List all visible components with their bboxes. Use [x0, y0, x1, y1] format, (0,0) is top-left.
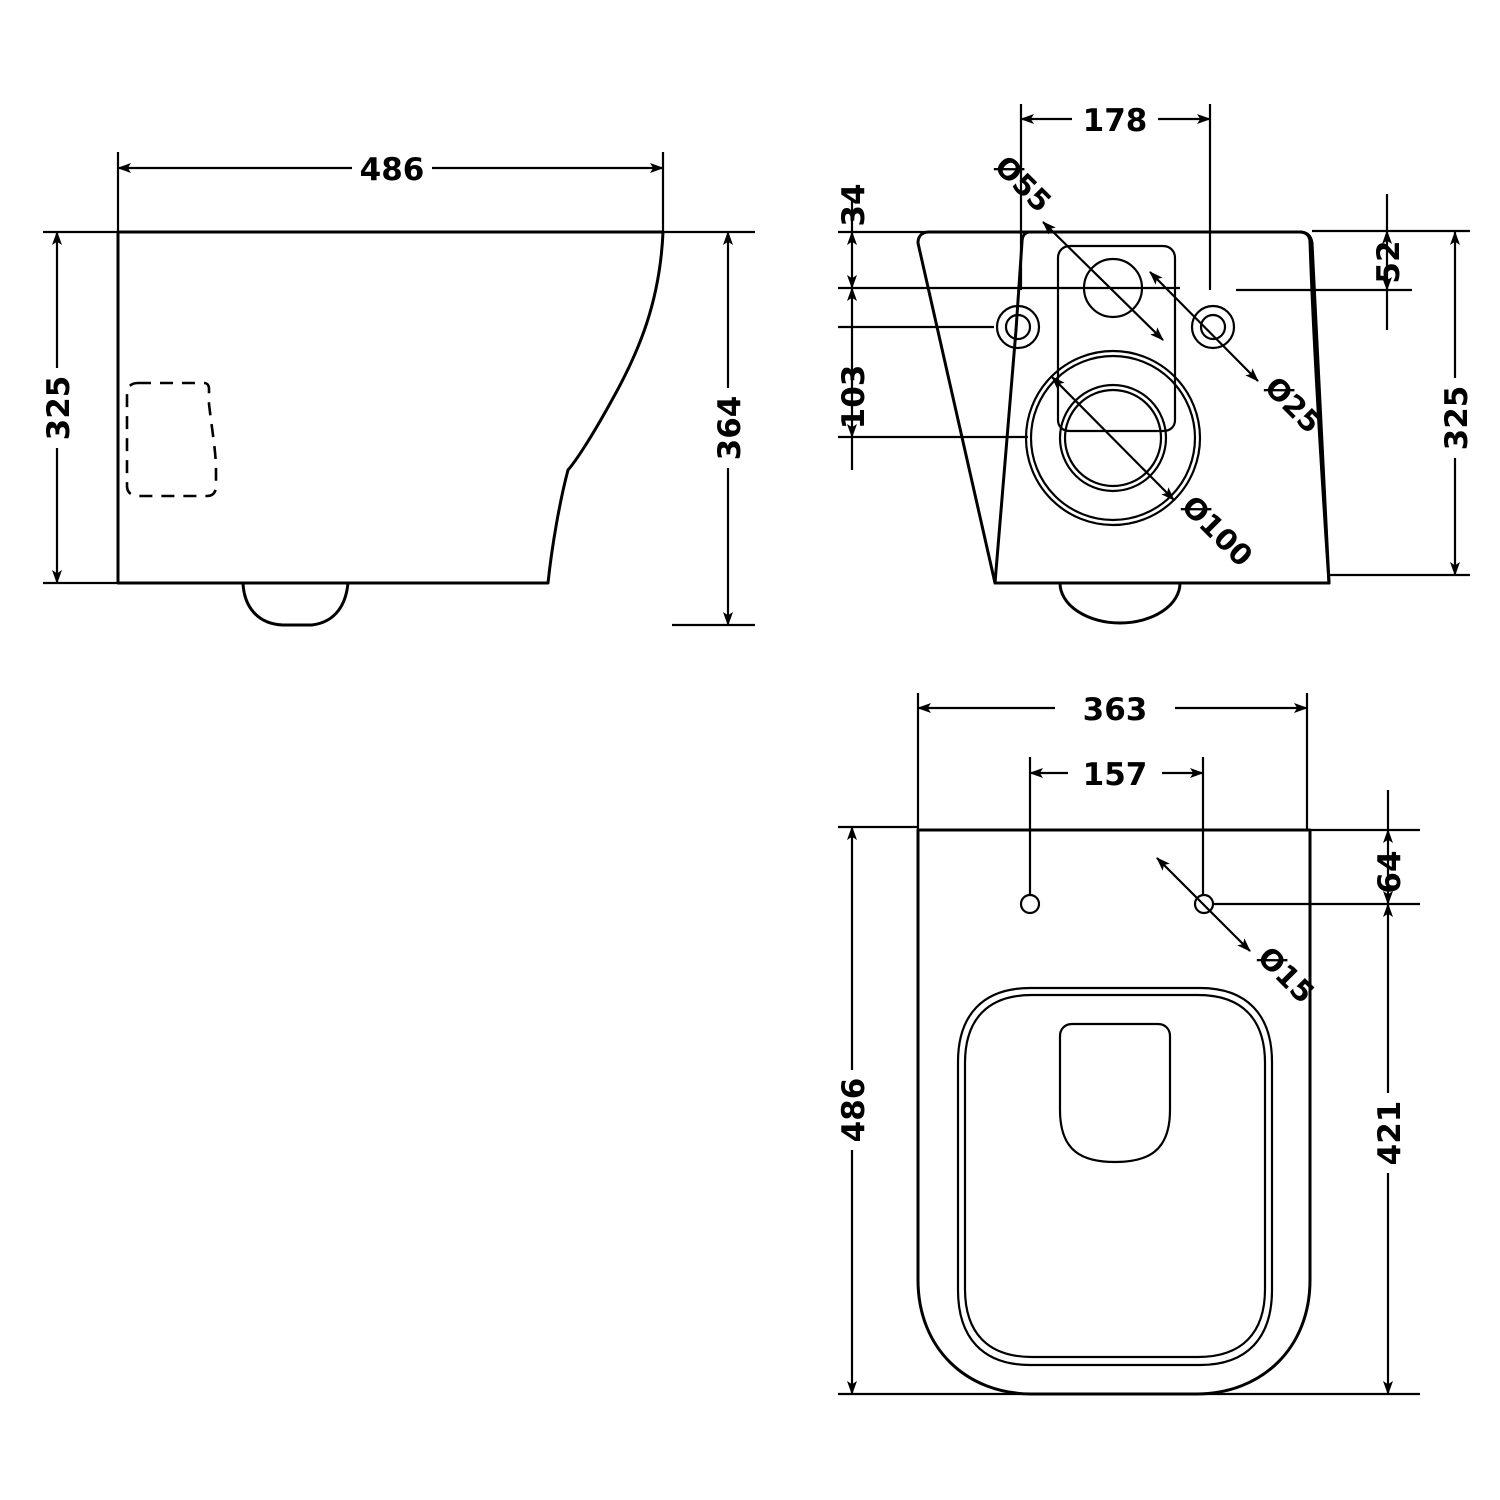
- rear-52-label: 52: [1371, 240, 1407, 283]
- plan-363-label: 363: [1083, 692, 1148, 728]
- side-view: 486 325 364: [41, 152, 755, 627]
- rear-waste-outer-ring-b: [1029, 354, 1197, 522]
- plan-view: 363 157 486 64 421 Ø15: [836, 692, 1420, 1396]
- plan-flush-outlet: [1058, 1022, 1172, 1164]
- rear-dia100-label: Ø100: [1175, 489, 1259, 573]
- side-486-label: 486: [360, 152, 425, 188]
- plan-486-label: 486: [836, 1078, 872, 1143]
- rear-dia55-leader: [1042, 221, 1164, 341]
- rear-right-fixing-outer: [1190, 304, 1236, 350]
- plan-bowl-rim-outer: [956, 986, 1274, 1367]
- rear-left-fixing-outer: [995, 304, 1041, 350]
- rear-dia100-leader: [1051, 376, 1175, 501]
- plan-dia15-leader: [1156, 857, 1251, 952]
- plan-view-outline: [916, 828, 1312, 1396]
- rear-dia55-label: Ø55: [988, 149, 1058, 219]
- plan-left-seat-hole: [1019, 893, 1041, 915]
- rear-103-label: 103: [836, 365, 872, 430]
- rear-dia25-leader: [1149, 271, 1259, 382]
- rear-view-outline: [928, 230, 1331, 585]
- side-view-outline: [116, 230, 665, 585]
- rear-waste-housing: [1056, 244, 1177, 433]
- plan-157-label: 157: [1083, 757, 1148, 793]
- rear-view-bottom-bump: [1058, 581, 1182, 625]
- side-view-hidden-pocket: [125, 381, 218, 498]
- side-364-label: 364: [712, 396, 748, 461]
- side-325-label: 325: [41, 376, 77, 441]
- rear-view: 178 34 103 52 325 Ø55 Ø25 Ø100: [836, 103, 1475, 625]
- side-view-foot: [241, 581, 350, 627]
- plan-421-label: 421: [1372, 1101, 1408, 1166]
- rear-34-label: 34: [836, 183, 872, 226]
- rear-178-label: 178: [1083, 103, 1148, 139]
- rear-view-outline-left-edge: [916, 230, 1331, 585]
- plan-bowl-rim-inner: [963, 993, 1267, 1359]
- rear-325-label: 325: [1439, 386, 1475, 451]
- plan-64-label: 64: [1372, 850, 1408, 893]
- rear-left-fixing-inner: [1004, 313, 1032, 341]
